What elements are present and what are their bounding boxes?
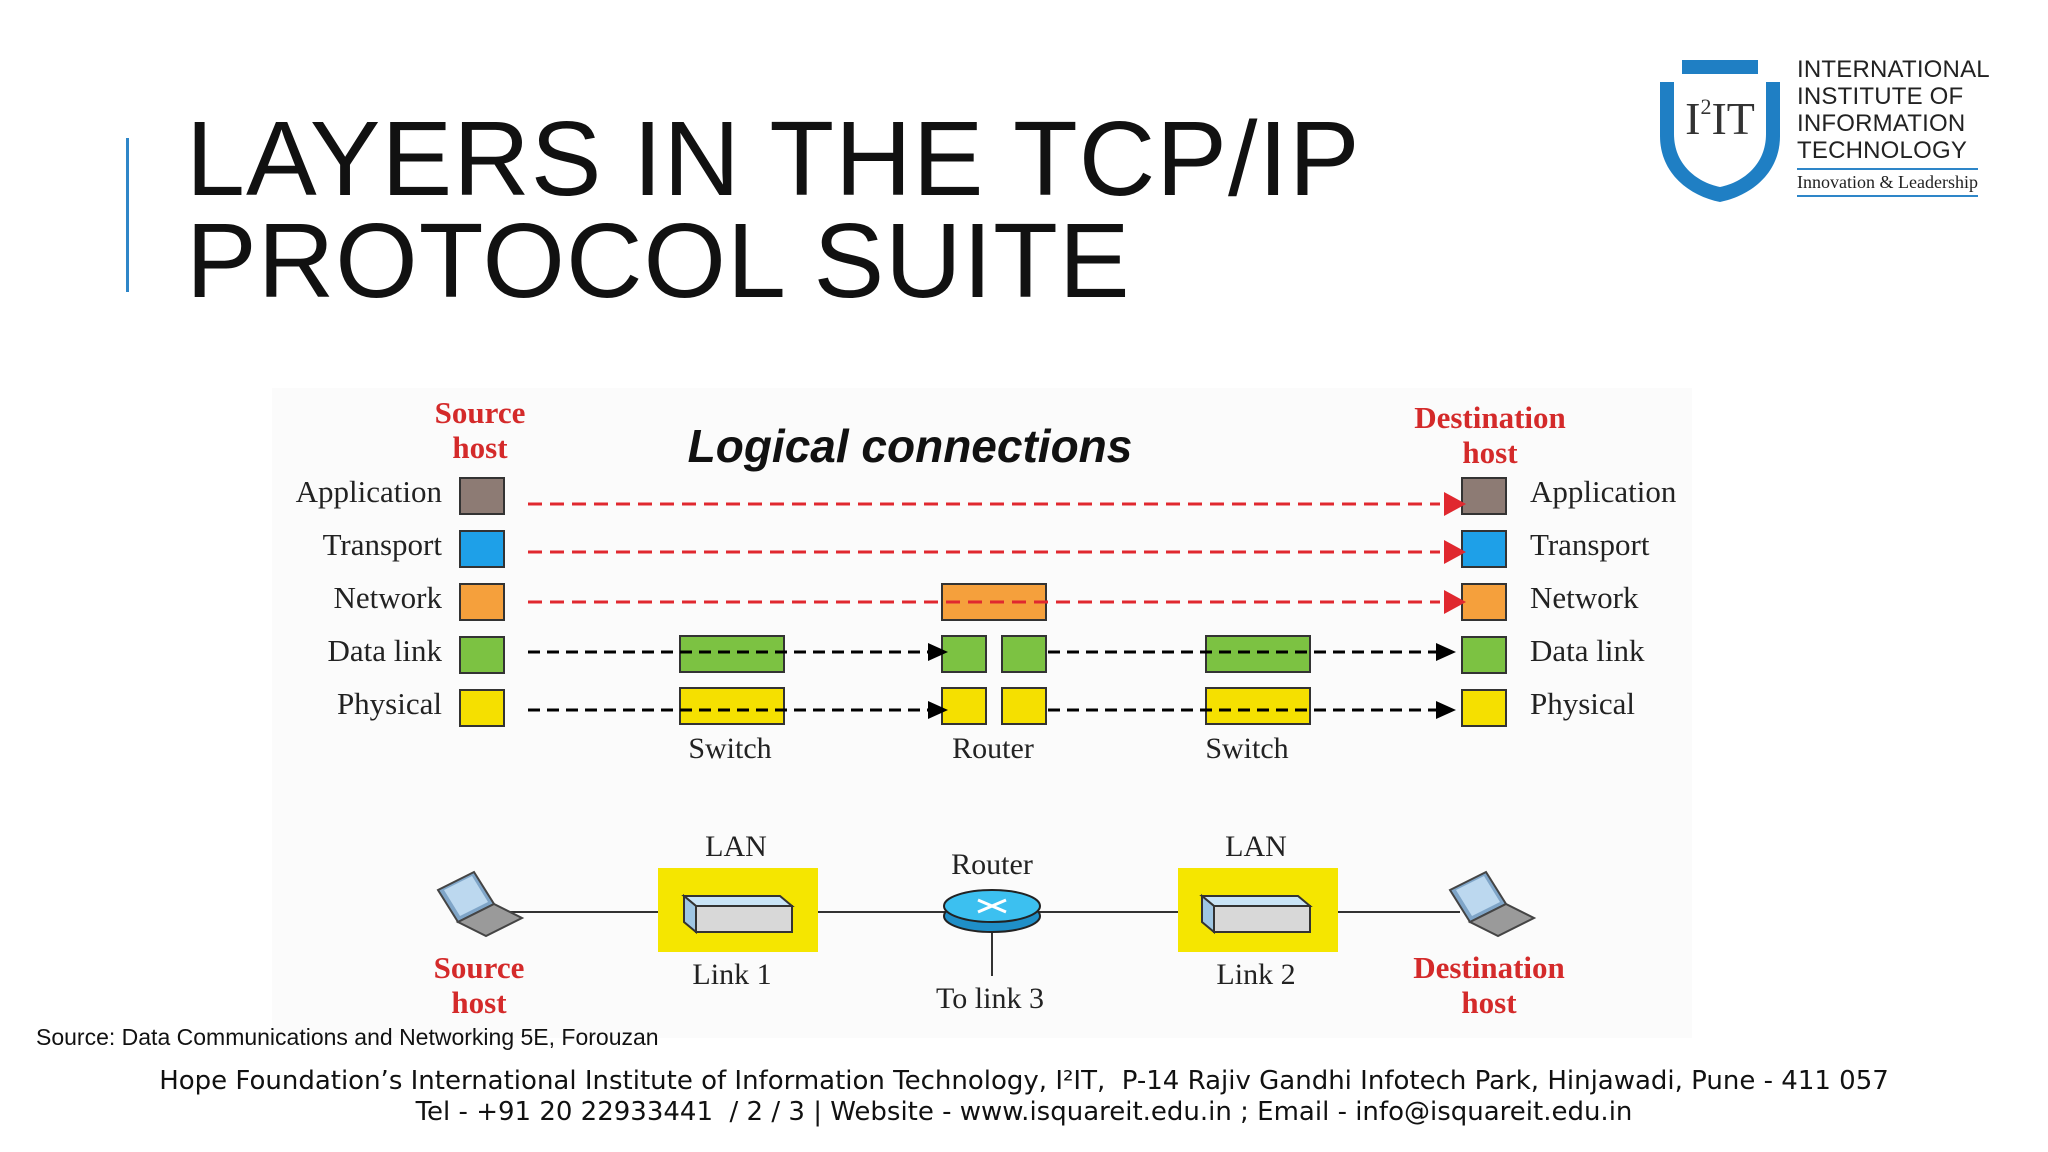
logo-line-3: INFORMATION — [1797, 110, 1966, 137]
dest-transport-box — [1461, 530, 1507, 568]
i2it-logo: I2IT — [1660, 60, 1780, 202]
router-datalink-box-right — [1001, 635, 1047, 673]
dest-application-box — [1461, 477, 1507, 515]
right-layer-label-network: Network — [1530, 580, 1639, 615]
lan2-switch-icon — [1199, 893, 1313, 935]
diagram-heading: Logical connections — [688, 420, 1133, 472]
slide-title: LAYERS IN THE TCP/IP PROTOCOL SUITE — [186, 100, 1361, 320]
physical-router-arrowhead — [928, 701, 948, 719]
title-line-2: PROTOCOL SUITE — [186, 202, 1131, 320]
logical-application-arrowhead — [1444, 492, 1466, 516]
switch1-label: Switch — [688, 732, 771, 765]
left-layer-label-physical: Physical — [337, 686, 442, 721]
link2-label: Link 2 — [1216, 958, 1295, 991]
logical-transport-arrowhead — [1444, 540, 1466, 564]
destination-host-label-top-2: host — [1462, 435, 1518, 470]
source-transport-box — [459, 530, 505, 568]
lan1-label: LAN — [705, 830, 767, 863]
bottom-router-label: Router — [951, 848, 1033, 881]
dest-datalink-box — [1461, 636, 1507, 674]
source-host-label-bottom-1: Source — [434, 950, 525, 985]
right-layer-label-transport: Transport — [1530, 527, 1650, 562]
datalink-dest-arrowhead — [1436, 643, 1456, 661]
footer-contact: Tel - +91 20 22933441 / 2 / 3 | Website … — [415, 1097, 1633, 1127]
left-layer-label-application: Application — [296, 474, 443, 509]
logo-line-1: INTERNATIONAL — [1797, 56, 1990, 83]
dest-network-box — [1461, 583, 1507, 621]
right-layer-label-physical: Physical — [1530, 686, 1635, 721]
source-application-box — [459, 477, 505, 515]
datalink-router-arrowhead — [928, 643, 948, 661]
logo-text-block: INTERNATIONAL INSTITUTE OF INFORMATION T… — [1797, 56, 1997, 197]
destination-laptop-icon — [1448, 870, 1537, 938]
switch2-physical-box — [1205, 687, 1311, 725]
switch1-datalink-box — [679, 635, 785, 673]
title-accent-bar — [126, 138, 129, 292]
left-layer-label-network: Network — [334, 580, 443, 615]
router-physical-box-right — [1001, 687, 1047, 725]
destination-host-label-bottom-1: Destination — [1413, 950, 1565, 985]
link1-label: Link 1 — [692, 958, 771, 991]
right-layer-label-datalink: Data link — [1530, 633, 1645, 668]
source-network-box — [459, 583, 505, 621]
switch2-label: Switch — [1205, 732, 1288, 765]
source-datalink-box — [459, 636, 505, 674]
source-laptop-icon — [436, 870, 525, 938]
physical-dest-arrowhead — [1436, 701, 1456, 719]
router-label: Router — [952, 732, 1034, 765]
slide-footer: Hope Foundation’s International Institut… — [0, 1066, 2048, 1128]
source-citation: Source: Data Communications and Networki… — [36, 1024, 659, 1050]
source-host-label-bottom-2: host — [451, 985, 507, 1020]
source-host-label-top-2: host — [452, 430, 508, 465]
logo-line-2: INSTITUTE OF — [1797, 83, 1964, 110]
source-physical-box — [459, 689, 505, 727]
lan2-label: LAN — [1225, 830, 1287, 863]
router-physical-box-left — [941, 687, 987, 725]
left-layer-label-datalink: Data link — [328, 633, 443, 668]
logo-mark: I2IT — [1685, 93, 1755, 144]
dest-physical-box — [1461, 689, 1507, 727]
logo-shield-icon — [1660, 60, 1780, 202]
right-layer-label-application: Application — [1530, 474, 1677, 509]
switch2-datalink-box — [1205, 635, 1311, 673]
to-link3-label: To link 3 — [936, 982, 1044, 1015]
switch1-physical-box — [679, 687, 785, 725]
left-layer-label-transport: Transport — [323, 527, 443, 562]
footer-address: Hope Foundation’s International Institut… — [159, 1066, 1889, 1096]
destination-host-label-bottom-2: host — [1461, 985, 1517, 1020]
logo-tagline: Innovation & Leadership — [1797, 168, 1978, 197]
title-line-1: LAYERS IN THE TCP/IP — [186, 100, 1361, 218]
source-host-label-top-1: Source — [435, 395, 526, 430]
lan1-switch-icon — [681, 893, 795, 935]
destination-host-label-top-1: Destination — [1414, 400, 1566, 435]
logo-line-4: TECHNOLOGY — [1797, 137, 1968, 164]
logical-network-arrowhead — [1444, 590, 1466, 614]
router-datalink-box-left — [941, 635, 987, 673]
router-icon — [943, 889, 1041, 933]
